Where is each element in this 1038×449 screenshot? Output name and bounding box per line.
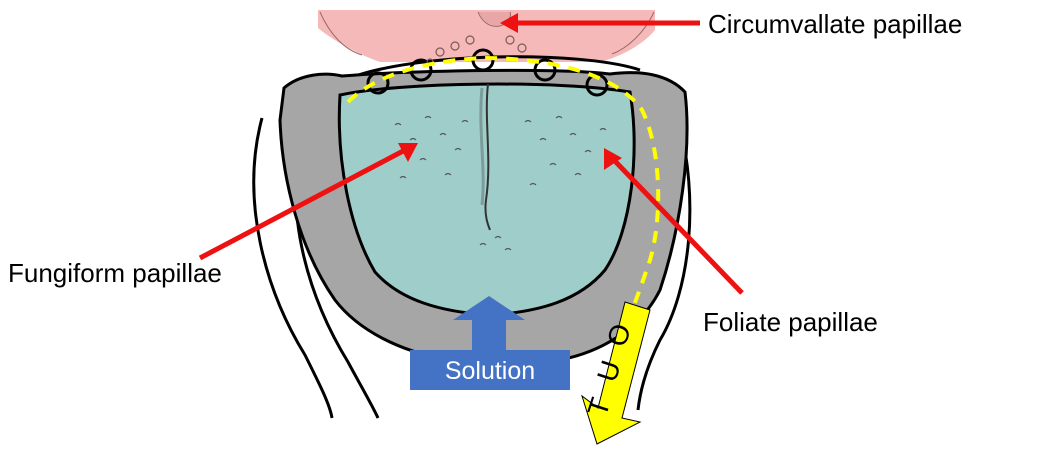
foliate-label: Foliate papillae	[703, 307, 878, 337]
solution-label: Solution	[445, 357, 535, 385]
fungiform-label: Fungiform papillae	[8, 258, 222, 288]
circumvallate-label: Circumvallate papillae	[708, 9, 962, 39]
